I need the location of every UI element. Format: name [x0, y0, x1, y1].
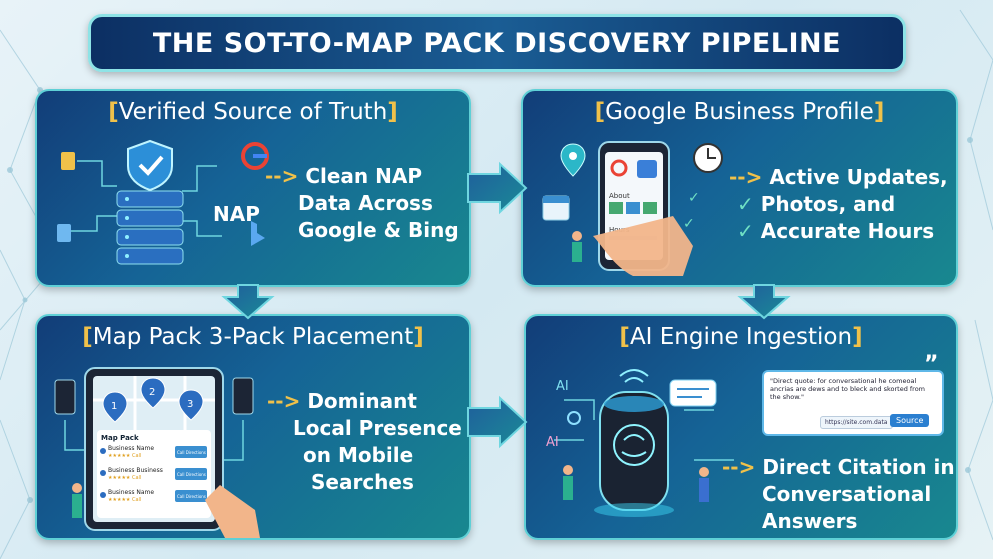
map-pin-2: 2 [140, 377, 166, 409]
document-icon [61, 152, 75, 170]
panel-title: [Google Business Profile] [594, 99, 885, 125]
panel-description: --> Direct Citation in Conversational An… [722, 455, 955, 533]
nap-label: NAP [213, 202, 260, 226]
svg-text:1: 1 [111, 401, 117, 412]
svg-text:Business Name: Business Name [108, 489, 154, 496]
panel-title-text: Google Business Profile [605, 99, 874, 125]
svg-text:Call Directions: Call Directions [177, 494, 206, 499]
panel-google-business-profile: [Google Business Profile] About Hours [521, 89, 958, 287]
hand [593, 216, 693, 276]
quote-text: "Direct quote: for conversational he com… [770, 377, 926, 401]
panel-ai-engine: [AI Engine Ingestion] AI AI "Direct quot… [524, 314, 958, 540]
svg-text:★★★★★ Call: ★★★★★ Call [108, 497, 141, 503]
phone-icon [232, 377, 254, 415]
map-pin-icon [560, 143, 586, 177]
panel-title-text: Verified Source of Truth [118, 99, 388, 125]
svg-text:✓: ✓ [683, 216, 695, 232]
ai-label: AI [546, 435, 559, 450]
svg-text:Call Directions: Call Directions [177, 472, 206, 477]
clock-icon [693, 143, 723, 173]
tablet-map-illustration: 1 2 3 Map Pack Business Name ★★★★★ Call … [54, 367, 260, 538]
bing-icon [251, 221, 265, 246]
person-figure [572, 231, 582, 262]
openai-icon [567, 411, 581, 425]
phone-illustration: About Hours ✓ ✓ [542, 141, 723, 276]
list-item: Business Name ★★★★★ Call Call Directions [100, 445, 207, 459]
panel-description: --> Dominant Local Presence on Mobile Se… [267, 389, 462, 494]
calendar-icon [542, 195, 570, 221]
shield-icon [127, 139, 173, 192]
page-title: THE SOT-TO-MAP PACK DISCOVERY PIPELINE [152, 27, 842, 59]
panel-description: --> Active Updates, ✓ Photos, and ✓ Accu… [729, 165, 948, 243]
svg-text:Map Pack: Map Pack [101, 434, 139, 442]
list-item: Business Business ★★★★★ Call Call Direct… [100, 467, 207, 481]
person-figure [563, 465, 573, 500]
svg-text:3: 3 [187, 399, 193, 410]
list-item: Business Name ★★★★★ Call Call Directions [100, 489, 207, 503]
panel-description: --> Clean NAP Data Across Google & Bing [265, 164, 459, 242]
person-figure [699, 467, 709, 502]
quote-icon: ” [924, 352, 939, 377]
svg-text:★★★★★ Call: ★★★★★ Call [108, 475, 141, 481]
svg-text:About: About [609, 192, 630, 200]
svg-text:Business Name: Business Name [108, 445, 154, 452]
map-pin-3: 3 [178, 389, 204, 421]
panel-title-text: Map Pack 3-Pack Placement [92, 324, 414, 350]
store-icon [637, 160, 657, 178]
google-icon [241, 142, 269, 170]
person-figure [72, 483, 82, 518]
document-icon [57, 224, 71, 242]
google-icon [610, 159, 628, 177]
chat-bubble-icon [669, 379, 717, 407]
title-banner: THE SOT-TO-MAP PACK DISCOVERY PIPELINE [88, 14, 906, 72]
panel-map-pack: [Map Pack 3-Pack Placement] 1 2 3 Map Pa… [35, 314, 471, 540]
panel-title: [Verified Source of Truth] [108, 99, 398, 125]
ai-speaker-illustration: AI AI [546, 369, 734, 517]
panel-title: [Map Pack 3-Pack Placement] [82, 324, 424, 350]
panel-source-of-truth: [Verified Source of Truth] [35, 89, 471, 287]
wifi-icon [619, 369, 649, 383]
panel-title: [AI Engine Ingestion] [619, 324, 863, 350]
hand [205, 485, 260, 538]
svg-text:Call Directions: Call Directions [177, 450, 206, 455]
map-pin-1: 1 [102, 391, 128, 423]
ai-label: AI [556, 379, 569, 394]
svg-text:✓: ✓ [688, 190, 700, 206]
svg-text:2: 2 [149, 387, 155, 398]
server-illustration [57, 139, 269, 265]
svg-text:★★★★★ Call: ★★★★★ Call [108, 453, 141, 459]
svg-text:Business Business: Business Business [108, 467, 163, 474]
citation-card: "Direct quote: for conversational he com… [762, 370, 944, 436]
source-url: https://site.com.data [820, 416, 893, 429]
phone-icon [54, 379, 76, 415]
panel-title-text: AI Engine Ingestion [629, 324, 853, 350]
source-button[interactable]: Source [890, 414, 930, 427]
brain-icon [613, 424, 655, 466]
